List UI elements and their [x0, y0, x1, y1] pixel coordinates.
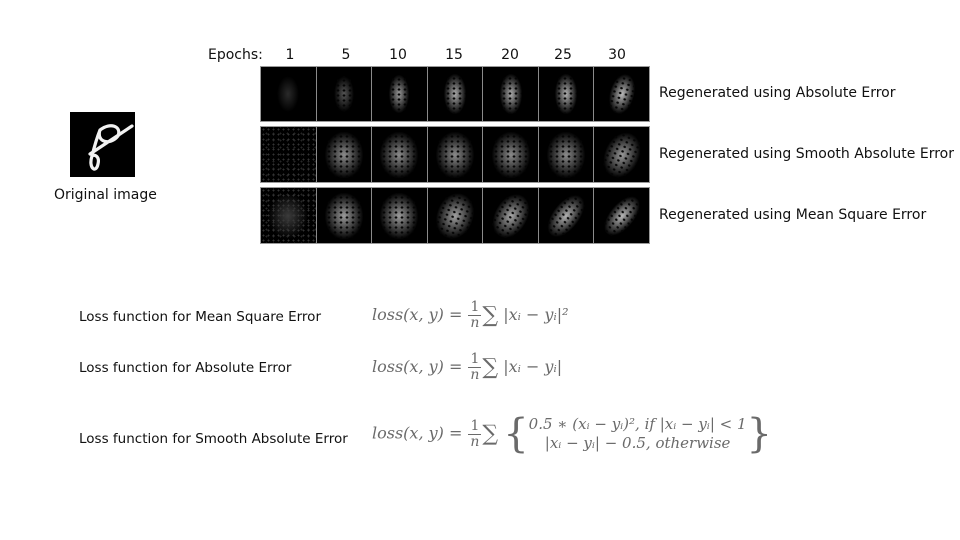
formula-lhs: loss(x, y) =	[372, 357, 463, 376]
sample-epoch-1	[261, 67, 317, 121]
epoch-15: 15	[445, 47, 463, 63]
regenerated-strip-absolute-error	[260, 66, 650, 122]
epoch-1: 1	[285, 47, 295, 63]
sample-epoch-30	[594, 67, 649, 121]
original-image-caption: Original image	[54, 187, 157, 203]
sample-epoch-1	[261, 127, 317, 182]
right-brace: }	[746, 411, 772, 457]
sample-epoch-20	[483, 188, 539, 243]
sample-epoch-5	[317, 127, 373, 182]
formula-body: |xᵢ − yᵢ|	[503, 357, 563, 376]
formula-lhs: loss(x, y) =	[372, 423, 463, 443]
sample-epoch-1	[261, 188, 317, 243]
piecewise-cases: 0.5 ∗ (xᵢ − yᵢ)², if |xᵢ − yᵢ| < 1 |xᵢ −…	[529, 415, 747, 453]
formula-label-mse: Loss function for Mean Square Error	[79, 309, 321, 325]
case-2: |xᵢ − yᵢ| − 0.5, otherwise	[544, 434, 731, 452]
sample-epoch-5	[317, 67, 373, 121]
formula-label-absolute: Loss function for Absolute Error	[79, 360, 292, 376]
sample-epoch-25	[539, 127, 595, 182]
sample-epoch-20	[483, 127, 539, 182]
row-caption-smooth-absolute-error: Regenerated using Smooth Absolute Error	[659, 146, 954, 162]
sample-epoch-15	[428, 188, 484, 243]
formula-body: |xᵢ − yᵢ|²	[503, 305, 569, 324]
formula-label-smooth-absolute: Loss function for Smooth Absolute Error	[79, 431, 348, 447]
row-caption-absolute-error: Regenerated using Absolute Error	[659, 85, 896, 101]
sum-symbol: ∑	[482, 355, 499, 380]
sum-symbol: ∑	[482, 303, 499, 328]
sample-epoch-30	[594, 188, 649, 243]
epoch-10: 10	[389, 47, 407, 63]
sample-epoch-25	[539, 188, 595, 243]
sample-epoch-10	[372, 188, 428, 243]
sample-epoch-15	[428, 67, 484, 121]
epoch-30: 30	[608, 47, 626, 63]
epoch-25: 25	[554, 47, 572, 63]
sample-epoch-10	[372, 67, 428, 121]
sample-epoch-25	[539, 67, 595, 121]
sample-epoch-10	[372, 127, 428, 182]
sample-epoch-5	[317, 188, 373, 243]
row-caption-mean-square-error: Regenerated using Mean Square Error	[659, 207, 927, 223]
regenerated-strip-mean-square-error	[260, 187, 650, 244]
sample-epoch-20	[483, 67, 539, 121]
sum-symbol: ∑	[482, 421, 499, 447]
epoch-5: 5	[341, 47, 351, 63]
original-digit-image	[70, 112, 135, 177]
sample-epoch-15	[428, 127, 484, 182]
epochs-label: Epochs:	[208, 47, 263, 63]
left-brace: {	[503, 411, 529, 457]
regenerated-strip-smooth-absolute-error	[260, 126, 650, 183]
sample-epoch-30	[594, 127, 649, 182]
formula-lhs: loss(x, y) =	[372, 305, 463, 324]
case-1: 0.5 ∗ (xᵢ − yᵢ)², if |xᵢ − yᵢ| < 1	[528, 415, 747, 433]
epoch-20: 20	[501, 47, 519, 63]
